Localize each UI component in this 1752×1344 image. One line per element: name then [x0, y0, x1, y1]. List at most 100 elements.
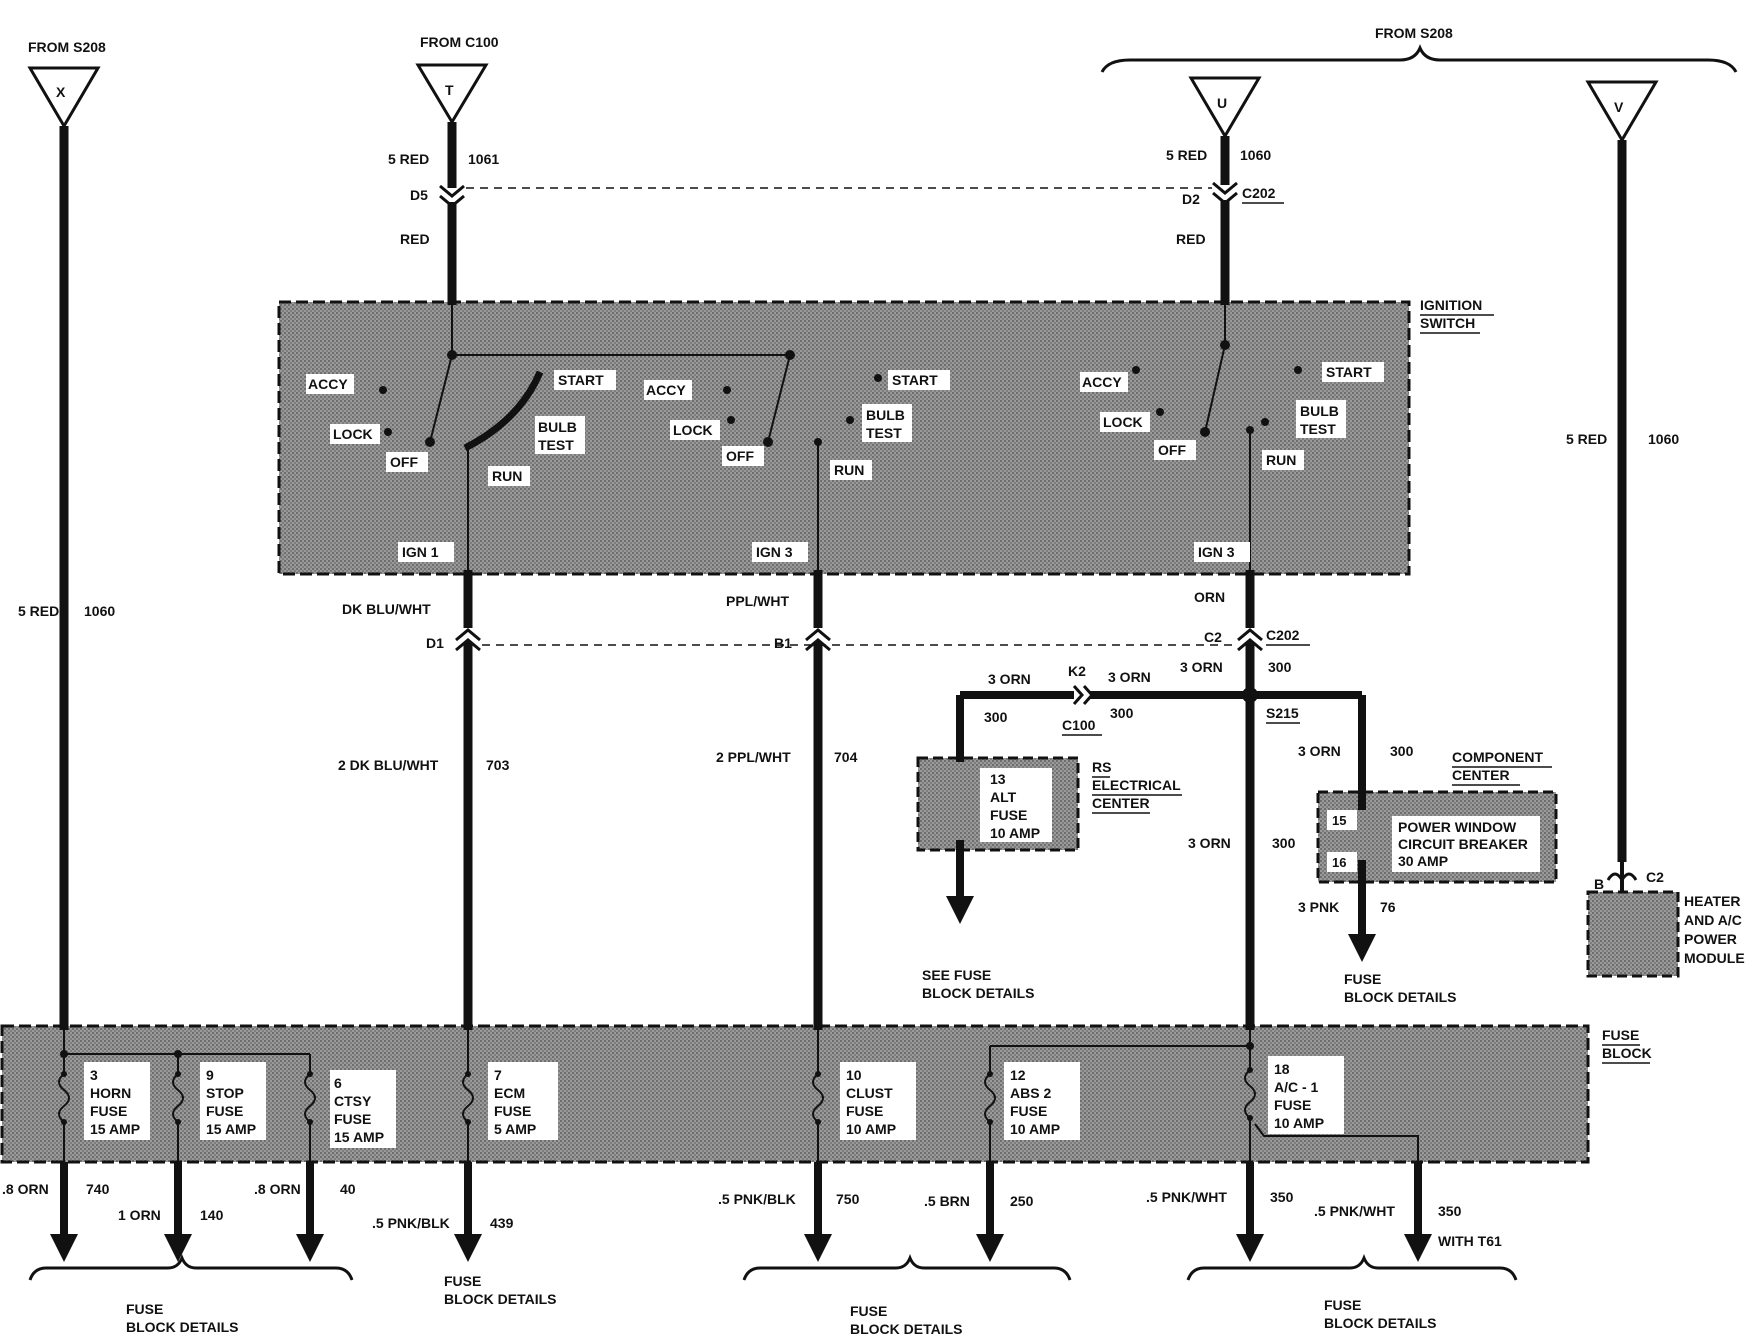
- out-5-circuit: 250: [1010, 1193, 1034, 1209]
- fuse-abs2-name: ABS 2: [1010, 1085, 1051, 1101]
- heater-conn: C2: [1646, 869, 1664, 885]
- source-uv-from: FROM S208: [1375, 25, 1453, 41]
- fuse-ctsy-type: FUSE: [334, 1111, 371, 1127]
- rs-fuse-1: 13: [990, 771, 1006, 787]
- splice-s215-dot: [1242, 687, 1258, 703]
- ignition-switch-label-1: IGNITION: [1420, 297, 1482, 313]
- fuse-horn: 3 HORN FUSE 15 AMP: [84, 1062, 150, 1140]
- fuse-ac1-num: 18: [1274, 1061, 1290, 1077]
- source-u-v: FROM S208 U V: [1100, 25, 1738, 143]
- fuse-labels: 3 HORN FUSE 15 AMP 9 STOP FUSE 15 AMP 6 …: [84, 1056, 1344, 1148]
- connector-symbols: [439, 181, 1263, 705]
- cc-circuit: 300: [1390, 743, 1414, 759]
- out-7-circuit: 350: [1438, 1203, 1462, 1219]
- component-center: COMPONENT CENTER 15 16 POWER WINDOW CIRC…: [1316, 749, 1558, 884]
- rs-label-1: RS: [1092, 759, 1111, 775]
- fuse-ac1-name: A/C - 1: [1274, 1079, 1319, 1095]
- fuse-block-label-2: BLOCK: [1602, 1045, 1652, 1061]
- output-wires: [60, 888, 1422, 1236]
- rs-fuse-4: 10 AMP: [990, 825, 1040, 841]
- note-2-l1: FUSE: [850, 1303, 887, 1319]
- fuse-clust-amp: 10 AMP: [846, 1121, 896, 1137]
- rs-label-2: ELECTRICAL: [1092, 777, 1181, 793]
- k2-pin: K2: [1068, 663, 1086, 679]
- out-4-circuit: 750: [836, 1191, 860, 1207]
- cc-pin-15: 15: [1332, 813, 1346, 828]
- out-5-gauge: .5 BRN: [924, 1193, 970, 1209]
- t-circuit: 1061: [468, 151, 499, 167]
- out-4-gauge: .5 PNK/BLK: [718, 1191, 796, 1207]
- switch-labels: ACCY LOCK OFF START BULB TEST RUN IGN 1 …: [306, 362, 1384, 562]
- switch-run-1: RUN: [492, 468, 522, 484]
- x-gauge: 5 RED: [18, 603, 59, 619]
- note-2-l2: BLOCK DETAILS: [850, 1321, 963, 1337]
- fuse-clust: 10 CLUST FUSE 10 AMP: [840, 1062, 916, 1140]
- switch-lock-1: LOCK: [333, 426, 373, 442]
- switch-internals: [429, 305, 1251, 570]
- cc-note-2: BLOCK DETAILS: [1344, 989, 1457, 1005]
- cc-label-2: CENTER: [1452, 767, 1510, 783]
- fuse-stop-num: 9: [206, 1067, 214, 1083]
- fuse-horn-num: 3: [90, 1067, 98, 1083]
- wires-main: [59, 122, 1638, 1030]
- output-arrows: [50, 896, 1432, 1262]
- splice-label: S215: [1266, 705, 1299, 721]
- k2-conn: C100: [1062, 717, 1096, 733]
- switch-start-3: START: [1326, 364, 1372, 380]
- output-labels: .8 ORN 740 1 ORN 140 .8 ORN 40 .5 PNK/BL…: [2, 1181, 1502, 1249]
- rs-note-1: SEE FUSE: [922, 967, 991, 983]
- fuse-clust-num: 10: [846, 1067, 862, 1083]
- fuse-horn-type: FUSE: [90, 1103, 127, 1119]
- fuse-horn-name: HORN: [90, 1085, 131, 1101]
- ign3a-color: PPL/WHT: [726, 593, 789, 609]
- heater-label-1: HEATER: [1684, 893, 1741, 909]
- switch-accy-1: ACCY: [308, 376, 348, 392]
- ign1-circuit: 703: [486, 757, 510, 773]
- ign1-color: DK BLU/WHT: [342, 601, 431, 617]
- ignition-switch-label-2: SWITCH: [1420, 315, 1475, 331]
- out-1-circuit: 140: [200, 1207, 224, 1223]
- switch-accy-2: ACCY: [646, 382, 686, 398]
- left-gauge: 3 ORN: [988, 671, 1031, 687]
- down-circuit: 300: [1272, 835, 1296, 851]
- out-2-gauge: .8 ORN: [254, 1181, 301, 1197]
- heater-label-4: MODULE: [1684, 950, 1745, 966]
- fuse-clust-type: FUSE: [846, 1103, 883, 1119]
- switch-bulb-1: BULB: [538, 419, 577, 435]
- cc-note-1: FUSE: [1344, 971, 1381, 987]
- x-circuit: 1060: [84, 603, 115, 619]
- fuse-ctsy-name: CTSY: [334, 1093, 372, 1109]
- source-u-letter: U: [1217, 95, 1227, 111]
- fuse-ctsy-num: 6: [334, 1075, 342, 1091]
- switch-lock-3: LOCK: [1103, 414, 1143, 430]
- note-3-l1: FUSE: [1324, 1297, 1361, 1313]
- ign3a-circuit: 704: [834, 749, 858, 765]
- out-7-gauge: .5 PNK/WHT: [1314, 1203, 1395, 1219]
- source-x-from: FROM S208: [28, 39, 106, 55]
- rs-note-2: BLOCK DETAILS: [922, 985, 1035, 1001]
- switch-start-1: START: [558, 372, 604, 388]
- fuse-abs2-num: 12: [1010, 1067, 1026, 1083]
- source-v-letter: V: [1614, 99, 1624, 115]
- switch-contacts: [379, 340, 1302, 447]
- fuse-horn-amp: 15 AMP: [90, 1121, 140, 1137]
- heater-label-3: POWER: [1684, 931, 1737, 947]
- out-2-circuit: 40: [340, 1181, 356, 1197]
- switch-test-3: TEST: [1300, 421, 1336, 437]
- t-color: RED: [400, 231, 430, 247]
- note-1-l2: BLOCK DETAILS: [444, 1291, 557, 1307]
- wire-labels: 5 RED 1060 5 RED 1061 D5 RED 5 RED 1060 …: [18, 147, 1679, 1005]
- switch-start-2: START: [892, 372, 938, 388]
- fuse-ecm: 7 ECM FUSE 5 AMP: [488, 1062, 558, 1140]
- out-3-circuit: 439: [490, 1215, 514, 1231]
- heater-ac-module: B C2 HEATER AND A/C POWER MODULE: [1586, 869, 1745, 978]
- switch-test-1: TEST: [538, 437, 574, 453]
- t-gauge: 5 RED: [388, 151, 429, 167]
- pnk-circuit: 76: [1380, 899, 1396, 915]
- ign1-pin: D1: [426, 635, 444, 651]
- fuse-ecm-num: 7: [494, 1067, 502, 1083]
- pnk-gauge: 3 PNK: [1298, 899, 1339, 915]
- out-6-gauge: .5 PNK/WHT: [1146, 1189, 1227, 1205]
- source-t: FROM C100 T: [415, 34, 499, 125]
- bottom-braces: [28, 1253, 1518, 1281]
